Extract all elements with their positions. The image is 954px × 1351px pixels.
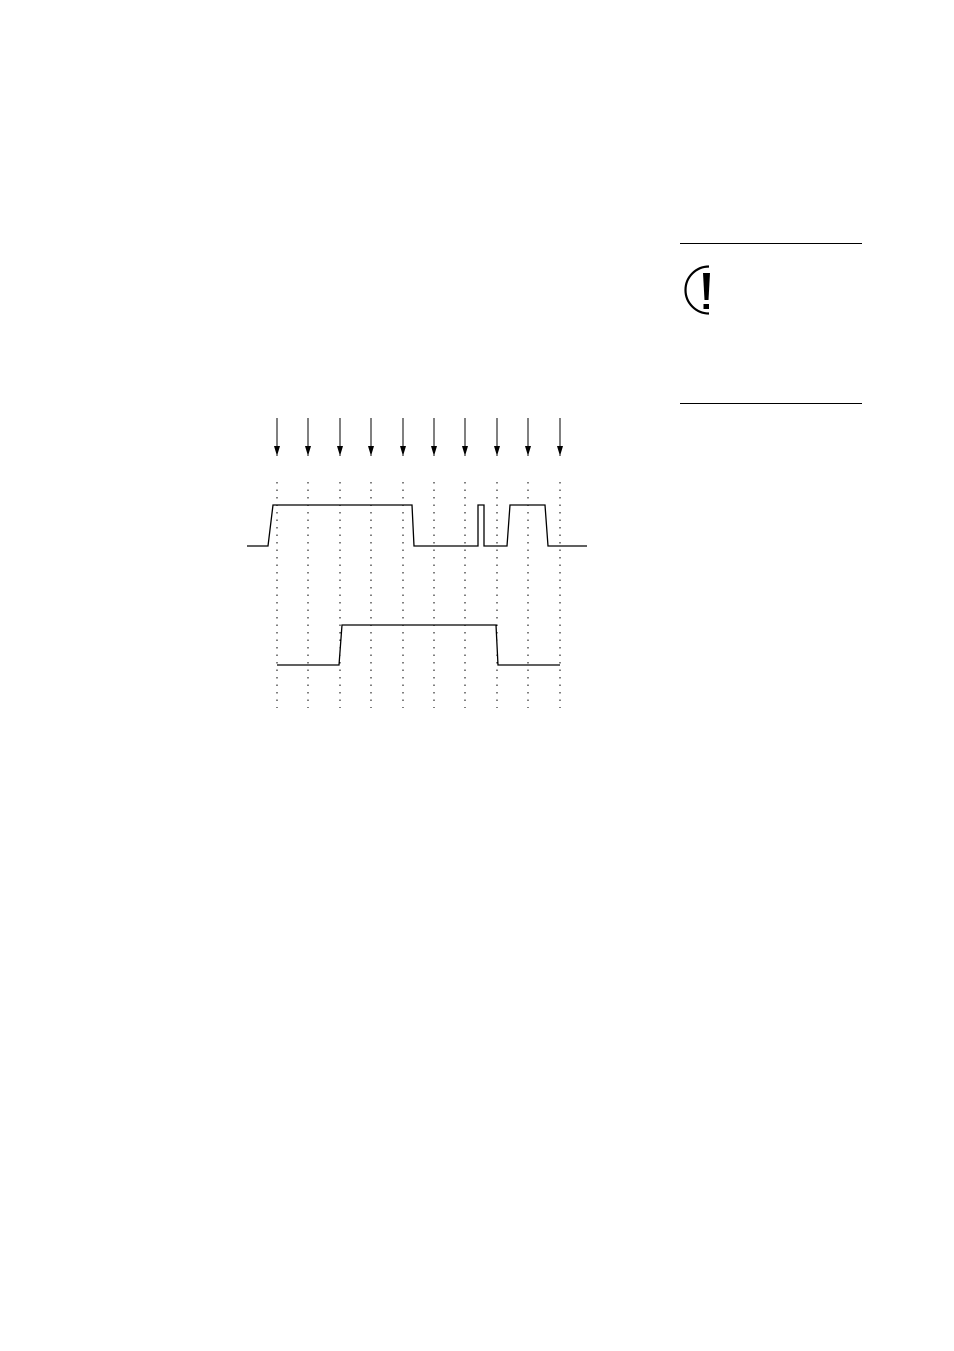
sample-arrowhead	[337, 446, 343, 456]
sample-arrowhead	[494, 446, 500, 456]
sample-arrowhead	[274, 446, 280, 456]
sample-gridlines	[277, 482, 560, 708]
sample-arrowhead	[525, 446, 531, 456]
sample-arrowhead	[557, 446, 563, 456]
sample-arrowhead	[431, 446, 437, 456]
input-signal-waveform	[247, 505, 587, 546]
sample-arrowhead	[368, 446, 374, 456]
sample-arrowhead	[462, 446, 468, 456]
sample-arrowhead	[305, 446, 311, 456]
output-signal-waveform	[277, 625, 560, 665]
sample-arrowhead	[400, 446, 406, 456]
sample-arrows	[274, 418, 563, 456]
